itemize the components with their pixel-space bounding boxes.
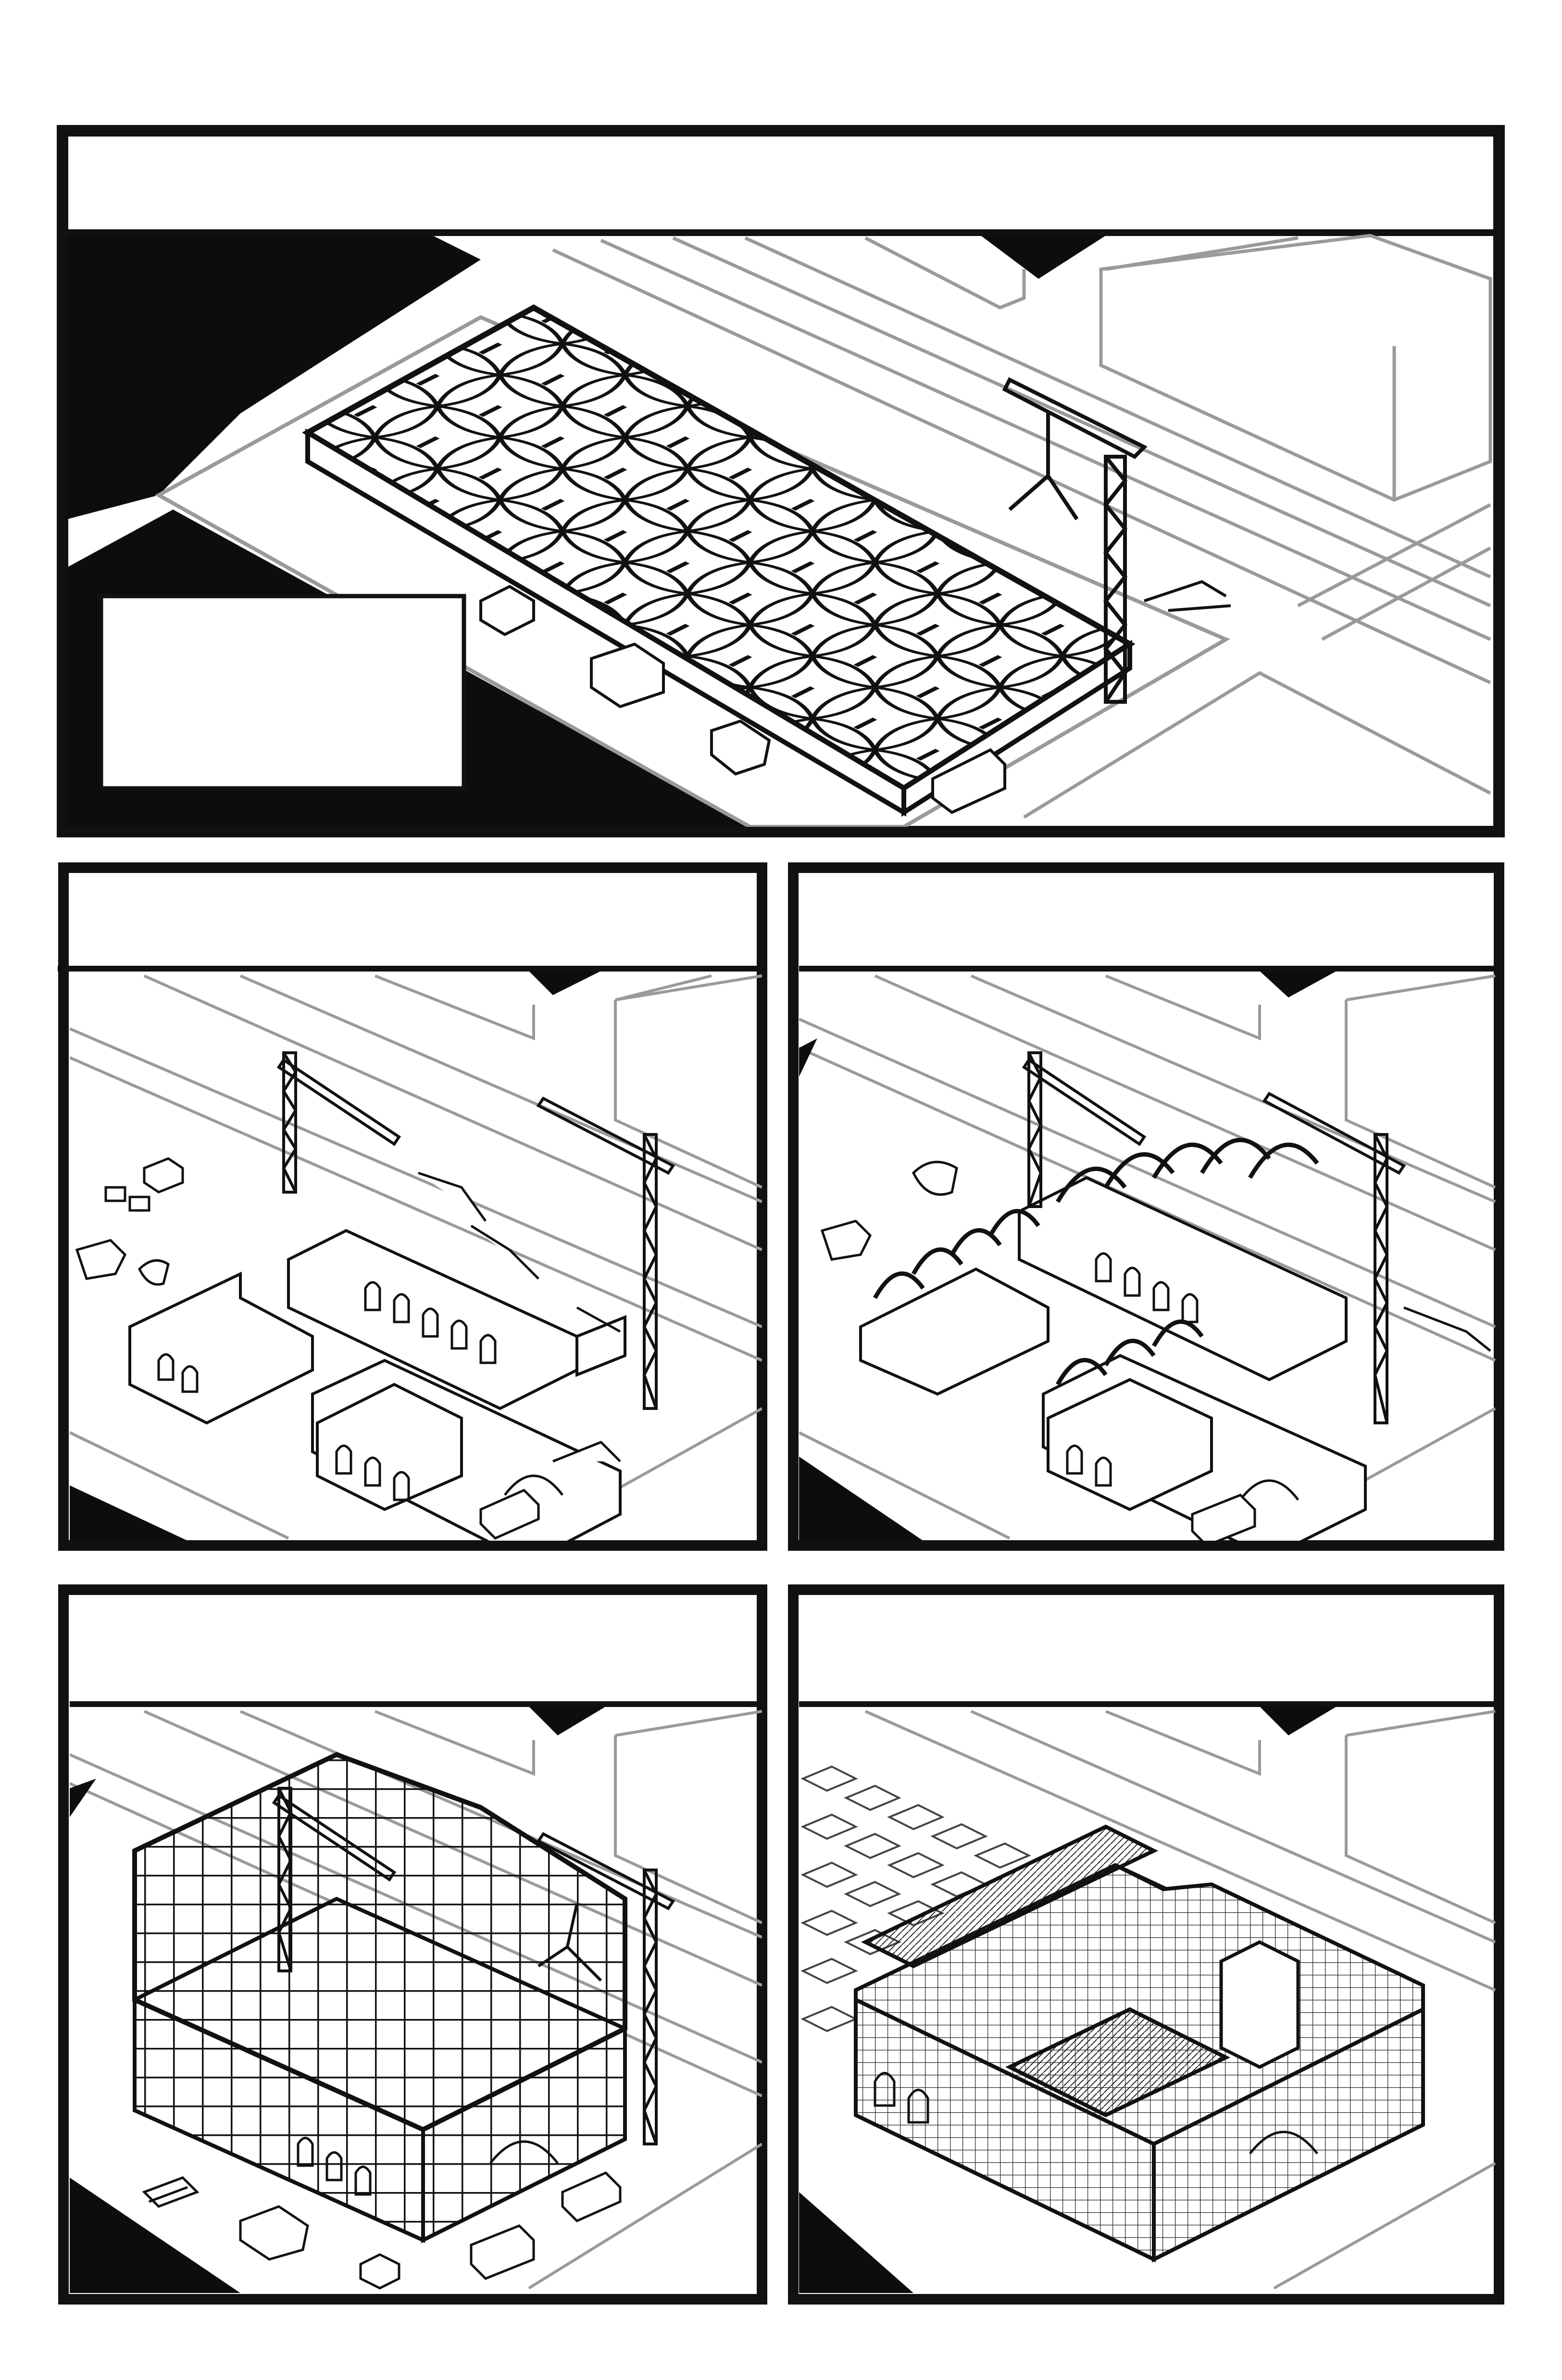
side-facade [1152, 2006, 1425, 2263]
site-vehicles [820, 1160, 1491, 1541]
wall-block-front [316, 1383, 463, 1511]
truck-icon [1191, 1494, 1256, 1541]
shadow-corner [70, 1485, 187, 1541]
excavator-icon [820, 1220, 872, 1261]
ruined-walls [859, 1176, 1367, 1541]
crate-icon [359, 2253, 400, 2290]
shadow-notch [981, 236, 1106, 279]
context-lines [864, 1710, 1496, 2290]
wall-block-front [1047, 1378, 1213, 1511]
context-lines [70, 974, 762, 1540]
scaffold-side-face [421, 2025, 627, 2243]
site-debris [75, 1157, 621, 1540]
wall-block-center [1018, 1176, 1348, 1382]
material-pallet-icon [142, 2176, 200, 2208]
panel-1-caption-box [68, 137, 1493, 233]
panel-5-scene [799, 1707, 1496, 2293]
excavator-icon [239, 2205, 309, 2261]
window-arches [157, 1281, 563, 1501]
truck-icon [931, 748, 1006, 814]
panel-3-scene [799, 971, 1496, 1541]
tower-cranes [1022, 1051, 1406, 1424]
site-vehicles [142, 2171, 622, 2290]
tower-crane [1002, 377, 1148, 704]
panel-1-narration-box [99, 594, 466, 791]
panel-1-scene [67, 234, 1492, 827]
dark-void [67, 236, 481, 519]
wall-return [575, 1315, 626, 1377]
site-vehicles [479, 580, 1231, 814]
panel-1 [57, 125, 1505, 837]
mixer-truck-icon [912, 1160, 958, 1196]
truck-icon [470, 2224, 535, 2280]
city-blocks [800, 1765, 1031, 2032]
window-arches [874, 2072, 1318, 2155]
ruined-walls [128, 1229, 626, 1541]
wall-block-left [859, 1267, 1050, 1396]
panel-4-scene [70, 1707, 762, 2293]
excavator-icon [710, 719, 771, 776]
forklift-icon [143, 1157, 184, 1194]
mixer-truck-icon [561, 2171, 622, 2222]
context-lines [552, 234, 1492, 819]
stair-tower [1219, 1940, 1300, 2069]
shadow-notch [1260, 971, 1337, 997]
window-arches [297, 2137, 559, 2196]
long-hall-roof [861, 1824, 1159, 1969]
shadow-corner [799, 2192, 913, 2293]
truck-icon [479, 1489, 540, 1540]
panel-2-scene [70, 971, 762, 1541]
shadow-edge [799, 1038, 817, 1077]
wall-block-left [128, 1271, 314, 1425]
shadow-notch [529, 971, 601, 995]
panel-5 [788, 1584, 1504, 2305]
inner-hall-roof [1005, 2007, 1231, 2118]
tower-cranes [276, 1051, 675, 1410]
panel-4 [58, 1584, 767, 2305]
shadow-corner [799, 1457, 923, 1541]
shadow-corner [70, 2178, 240, 2293]
shadow-notch [1260, 1707, 1337, 1735]
panel-3 [788, 862, 1504, 1551]
mixer-truck-icon [590, 642, 665, 709]
arch-frames [873, 1138, 1319, 1386]
bulldozer-icon [479, 585, 535, 636]
tower-cranes [272, 1787, 675, 2145]
panel-2 [58, 862, 767, 1551]
excavator-icon [75, 1239, 127, 1280]
shadow-notch [529, 1707, 606, 1735]
window-arches [1066, 1252, 1299, 1501]
shadow-edge [70, 1779, 96, 1817]
finished-building [854, 1824, 1425, 2263]
scaffold-structure [132, 1752, 627, 2243]
